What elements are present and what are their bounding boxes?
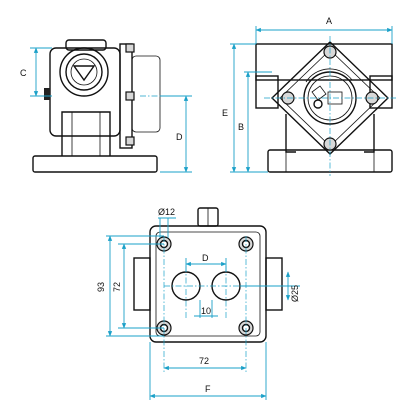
dim-label-93: 93 bbox=[96, 282, 106, 292]
front-view bbox=[230, 26, 396, 176]
dim-label-C: C bbox=[20, 68, 27, 78]
dim-label-72-horizontal: 72 bbox=[199, 356, 209, 366]
dim-label-d12: Ø12 bbox=[158, 207, 175, 217]
dim-label-10: 10 bbox=[201, 306, 211, 316]
dim-label-F: F bbox=[205, 384, 211, 394]
dim-label-72-vertical: 72 bbox=[112, 282, 122, 292]
dim-label-D-top: D bbox=[202, 253, 209, 263]
side-view bbox=[30, 39, 192, 173]
dim-label-d25: Ø25 bbox=[290, 285, 300, 302]
dim-label-A: A bbox=[326, 16, 332, 26]
dim-label-E: E bbox=[222, 108, 228, 118]
dim-label-D-side: D bbox=[176, 132, 183, 142]
top-view bbox=[106, 207, 300, 400]
dim-label-B: B bbox=[238, 122, 244, 132]
